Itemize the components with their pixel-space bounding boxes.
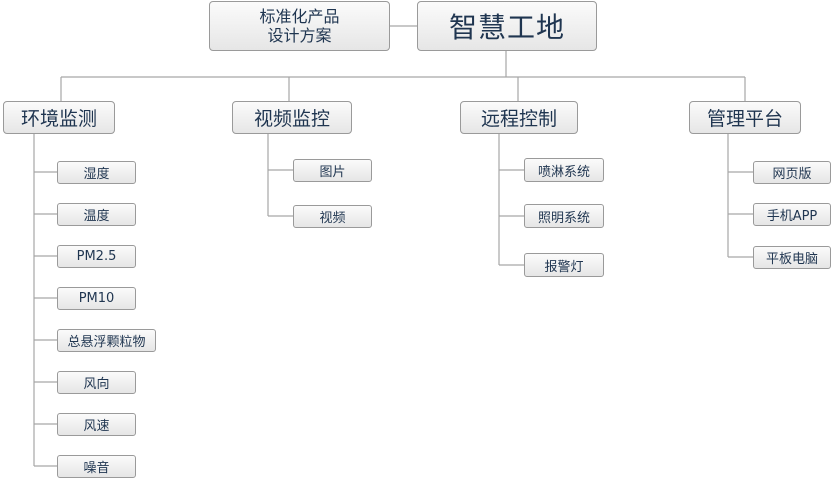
- leaf-label: 总悬浮颗粒物: [67, 335, 146, 350]
- leaf-label: 喷淋系统: [537, 164, 590, 180]
- leaf-item: PM10: [57, 287, 136, 310]
- subtitle-line-1: 标准化产品: [259, 7, 340, 26]
- category-label: 视频监控: [253, 108, 330, 130]
- leaf-item: 视频: [293, 205, 372, 228]
- leaf-item: 报警灯: [524, 253, 604, 277]
- leaf-item: 风向: [57, 371, 136, 394]
- leaf-label: PM2.5: [76, 249, 117, 264]
- leaf-label: 温度: [83, 209, 110, 224]
- leaf-item: 喷淋系统: [524, 158, 604, 182]
- leaf-label: 图片: [319, 165, 346, 180]
- leaf-item: 温度: [57, 203, 136, 226]
- leaf-label: 风速: [83, 419, 110, 434]
- leaf-label: 手机APP: [766, 209, 818, 224]
- leaf-label: 湿度: [83, 167, 110, 182]
- root-label: 智慧工地: [448, 11, 565, 44]
- leaf-item: 总悬浮颗粒物: [57, 329, 156, 352]
- subtitle-box: 标准化产品 设计方案: [209, 1, 390, 51]
- leaf-item: 湿度: [57, 161, 136, 184]
- root-node: 智慧工地: [417, 1, 597, 51]
- category-environment-monitoring: 环境监测: [3, 101, 115, 134]
- category-remote-control: 远程控制: [460, 101, 578, 134]
- category-label: 环境监测: [20, 108, 97, 130]
- category-video-surveillance: 视频监控: [232, 101, 352, 134]
- category-management-platform: 管理平台: [689, 101, 801, 134]
- leaf-item: 手机APP: [753, 203, 831, 226]
- subtitle-line-2: 设计方案: [267, 26, 332, 45]
- leaf-item: 图片: [293, 159, 372, 182]
- leaf-item: 照明系统: [524, 204, 604, 228]
- leaf-label: 报警灯: [544, 259, 584, 275]
- leaf-item: 平板电脑: [753, 246, 831, 269]
- leaf-label: 照明系统: [537, 210, 590, 226]
- leaf-item: PM2.5: [57, 245, 136, 268]
- leaf-label: 风向: [83, 377, 110, 392]
- leaf-item: 风速: [57, 413, 136, 436]
- leaf-label: PM10: [78, 291, 115, 306]
- leaf-label: 平板电脑: [765, 252, 818, 267]
- leaf-item: 噪音: [57, 455, 136, 478]
- leaf-label: 网页版: [772, 167, 812, 182]
- leaf-label: 噪音: [83, 461, 110, 476]
- leaf-item: 网页版: [753, 161, 831, 184]
- leaf-label: 视频: [319, 211, 346, 226]
- category-label: 管理平台: [706, 108, 783, 130]
- category-label: 远程控制: [480, 108, 557, 130]
